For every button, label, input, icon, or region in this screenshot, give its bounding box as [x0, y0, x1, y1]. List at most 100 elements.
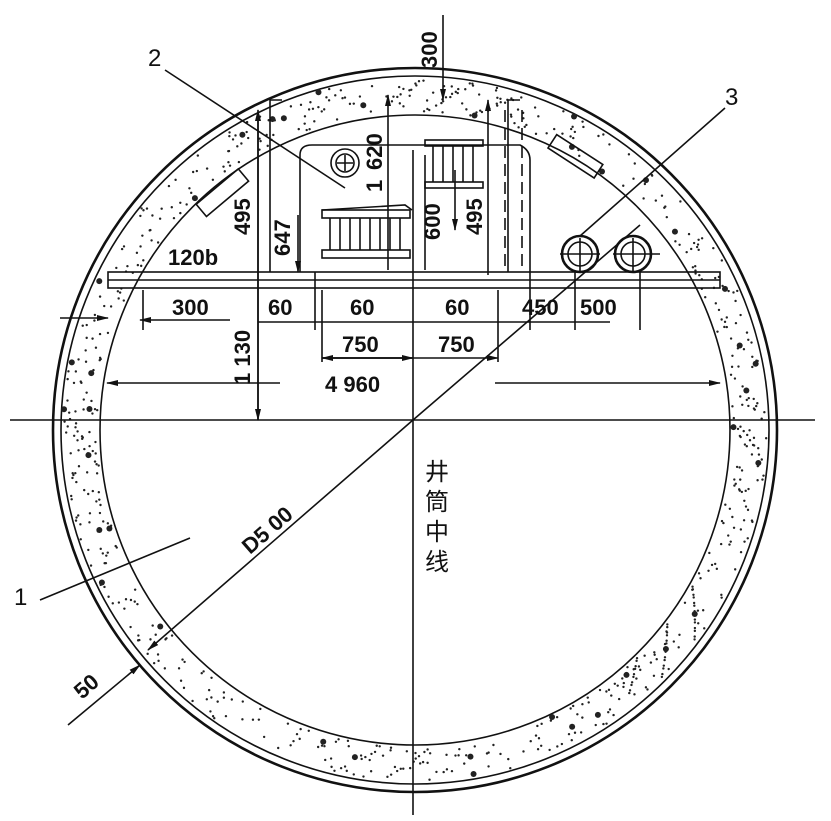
concrete-speckle — [85, 471, 89, 474]
concrete-speckle — [191, 170, 195, 174]
concrete-speckle — [396, 95, 399, 99]
concrete-speckle — [390, 100, 394, 103]
concrete-speckle — [492, 743, 495, 747]
concrete-speckle — [66, 425, 69, 428]
concrete-speckle — [426, 761, 429, 765]
concrete-speckle — [738, 489, 741, 492]
concrete-speckle — [735, 465, 739, 469]
concrete-speckle — [605, 690, 608, 693]
concrete-speckle — [116, 290, 120, 293]
concrete-speckle — [693, 621, 697, 624]
concrete-speckle — [99, 547, 102, 551]
concrete-speckle — [289, 744, 292, 747]
concrete-speckle — [320, 738, 327, 745]
concrete-speckle — [560, 742, 564, 746]
concrete-speckle — [757, 464, 760, 467]
concrete-speckle — [667, 667, 670, 671]
concrete-speckle — [733, 484, 736, 487]
concrete-speckle — [352, 102, 355, 105]
concrete-speckle — [653, 651, 656, 654]
concrete-speckle — [734, 299, 737, 303]
concrete-speckle — [88, 370, 95, 377]
concrete-speckle — [536, 748, 540, 751]
concrete-speckle — [334, 740, 338, 743]
pipe-right-2 — [613, 234, 660, 274]
concrete-speckle — [316, 745, 320, 749]
concrete-speckle — [375, 744, 378, 747]
concrete-speckle — [392, 95, 395, 98]
concrete-speckle — [277, 746, 280, 750]
concrete-speckle — [389, 746, 393, 749]
concrete-speckle — [598, 688, 602, 692]
ladder-left — [321, 204, 413, 259]
concrete-speckle — [674, 240, 677, 243]
concrete-speckle — [77, 465, 81, 468]
concrete-speckle — [245, 130, 248, 134]
concrete-speckle — [464, 88, 467, 91]
concrete-speckle — [320, 110, 323, 113]
concrete-speckle — [697, 622, 700, 625]
concrete-speckle — [74, 422, 78, 425]
concrete-speckle — [480, 110, 484, 114]
concrete-speckle — [581, 716, 584, 719]
concrete-speckle — [632, 177, 635, 180]
concrete-speckle — [665, 215, 668, 219]
concrete-speckle — [635, 656, 639, 660]
concrete-speckle — [694, 272, 697, 275]
concrete-speckle — [441, 111, 444, 114]
dim-60-b: 60 — [350, 295, 374, 320]
concrete-speckle — [696, 609, 700, 612]
concrete-speckle — [607, 711, 610, 714]
concrete-speckle — [570, 145, 573, 148]
concrete-speckle — [315, 89, 322, 96]
concrete-speckle — [109, 305, 113, 308]
concrete-speckle — [720, 259, 724, 262]
concrete-speckle — [713, 562, 717, 566]
concrete-speckle — [103, 585, 106, 589]
dim-647: 647 — [270, 219, 295, 256]
concrete-speckle — [325, 96, 328, 99]
concrete-speckle — [86, 405, 93, 412]
concrete-speckle — [97, 491, 101, 494]
concrete-speckle — [581, 120, 584, 123]
concrete-speckle — [115, 546, 118, 549]
concrete-speckle — [386, 775, 389, 779]
concrete-speckle — [431, 91, 435, 94]
concrete-speckle — [457, 754, 460, 757]
concrete-speckle — [742, 429, 745, 433]
concrete-speckle — [692, 241, 696, 245]
concrete-speckle — [223, 170, 226, 173]
concrete-speckle — [594, 711, 601, 718]
concrete-speckle — [627, 153, 631, 156]
concrete-speckle — [665, 639, 668, 642]
concrete-speckle — [414, 751, 417, 755]
concrete-speckle — [628, 689, 632, 692]
concrete-speckle — [266, 144, 269, 148]
concrete-speckle — [177, 667, 181, 670]
concrete-speckle — [633, 162, 636, 165]
concrete-speckle — [329, 757, 333, 760]
concrete-speckle — [389, 773, 393, 776]
concrete-speckle — [94, 452, 97, 455]
concrete-speckle — [286, 722, 290, 725]
concrete-speckle — [724, 503, 727, 506]
concrete-speckle — [230, 698, 233, 701]
concrete-speckle — [98, 295, 102, 298]
concrete-speckle — [136, 602, 139, 606]
concrete-speckle — [363, 104, 366, 107]
concrete-speckle — [227, 161, 230, 164]
bracket-left — [195, 167, 250, 218]
concrete-speckle — [92, 368, 95, 372]
concrete-speckle — [602, 722, 605, 726]
concrete-speckle — [741, 403, 744, 406]
concrete-speckle — [549, 719, 553, 722]
concrete-speckle — [734, 321, 738, 325]
concrete-speckle — [106, 525, 113, 532]
concrete-speckle — [216, 700, 219, 703]
concrete-speckle — [666, 625, 669, 629]
concrete-speckle — [569, 707, 572, 710]
concrete-speckle — [136, 639, 140, 642]
concrete-speckle — [747, 396, 750, 400]
concrete-speckle — [93, 319, 96, 322]
concrete-speckle — [118, 291, 122, 294]
